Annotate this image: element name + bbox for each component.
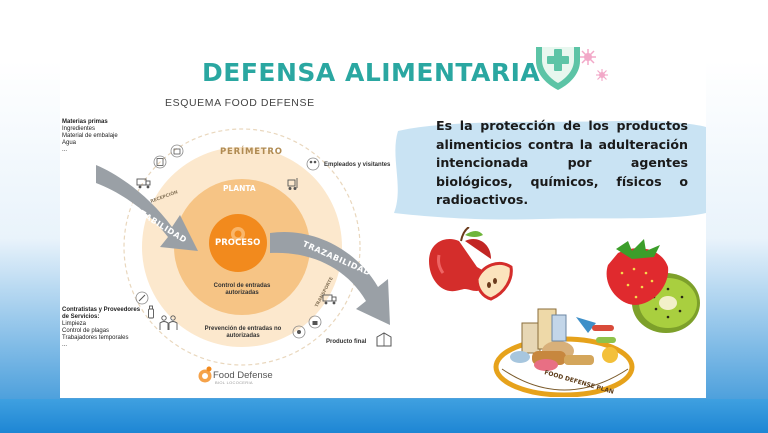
plant-label: PLANTA bbox=[223, 184, 256, 193]
raw-materials-heading: Materias primas bbox=[62, 119, 108, 125]
final-product-box-icon bbox=[376, 332, 392, 347]
document-icon bbox=[153, 155, 167, 169]
food-defense-plan-illustration bbox=[493, 308, 635, 397]
bottom-blue-band bbox=[0, 399, 768, 433]
traceability-arrow-left bbox=[96, 165, 198, 251]
food-defense-logo-icon bbox=[198, 366, 212, 383]
contractors-heading: Contratistas y Proveedores de Servicios: bbox=[62, 307, 141, 320]
spray-icon bbox=[148, 305, 154, 319]
brush-stroke-background bbox=[394, 120, 706, 220]
medical-shield-icon bbox=[536, 47, 580, 90]
process-label: PROCESO bbox=[215, 238, 261, 248]
diagram-subtitle: ESQUEMA FOOD DEFENSE bbox=[165, 97, 315, 109]
prevention-entries-text: Prevención de entradas no autorizadas bbox=[204, 326, 282, 339]
raw-materials-item: ... bbox=[62, 147, 68, 153]
food-defense-logo-tagline: BIOL LOCOCERIA bbox=[215, 380, 253, 385]
building-icon bbox=[170, 144, 184, 158]
contractors-list: Contratistas y Proveedores de Servicios:… bbox=[62, 307, 142, 349]
contractors-item: Limpieza bbox=[62, 321, 87, 327]
contractors-item: ... bbox=[62, 342, 68, 348]
raw-materials-item: Ingredientes bbox=[62, 126, 96, 132]
strawberry-kiwi-icon bbox=[606, 239, 700, 333]
definition-text: Es la protección de los productos alimen… bbox=[436, 118, 688, 208]
contractors-item: Trabajadores temporales bbox=[62, 335, 129, 341]
truck-icon bbox=[136, 178, 151, 189]
camera-icon bbox=[292, 325, 306, 339]
apple-icon bbox=[429, 227, 513, 301]
raw-materials-item: Material de embalaje bbox=[62, 133, 118, 139]
tools-icon bbox=[135, 291, 149, 305]
final-product-label: Producto final bbox=[326, 339, 367, 345]
forklift-icon bbox=[287, 178, 298, 190]
people-icon bbox=[306, 157, 320, 171]
raw-materials-item: Agua bbox=[62, 140, 77, 146]
virus-icon bbox=[580, 49, 596, 65]
perimeter-label: PERÍMETRO bbox=[220, 147, 283, 157]
lock-icon bbox=[308, 315, 322, 329]
workers-icon bbox=[159, 315, 178, 330]
control-entries-text: Control de entradas autorizadas bbox=[213, 283, 271, 296]
food-defense-logo-text: Food Defense bbox=[213, 370, 273, 381]
contractors-item: Control de plagas bbox=[62, 328, 110, 334]
slide-title: DEFENSA ALIMENTARIA bbox=[202, 58, 541, 87]
slide: DEFENSA ALIMENTARIA ESQUEMA FOOD DEFENSE… bbox=[60, 47, 706, 398]
virus-icon-small bbox=[596, 69, 608, 81]
process-circle bbox=[209, 214, 267, 272]
delivery-truck-icon bbox=[322, 294, 337, 305]
raw-materials-list: Materias primas Ingredientes Material de… bbox=[62, 119, 118, 154]
traceability-arrow-right bbox=[270, 231, 390, 325]
food-defense-diagram bbox=[96, 128, 390, 366]
employees-label: Empleados y visitantes bbox=[324, 162, 391, 168]
